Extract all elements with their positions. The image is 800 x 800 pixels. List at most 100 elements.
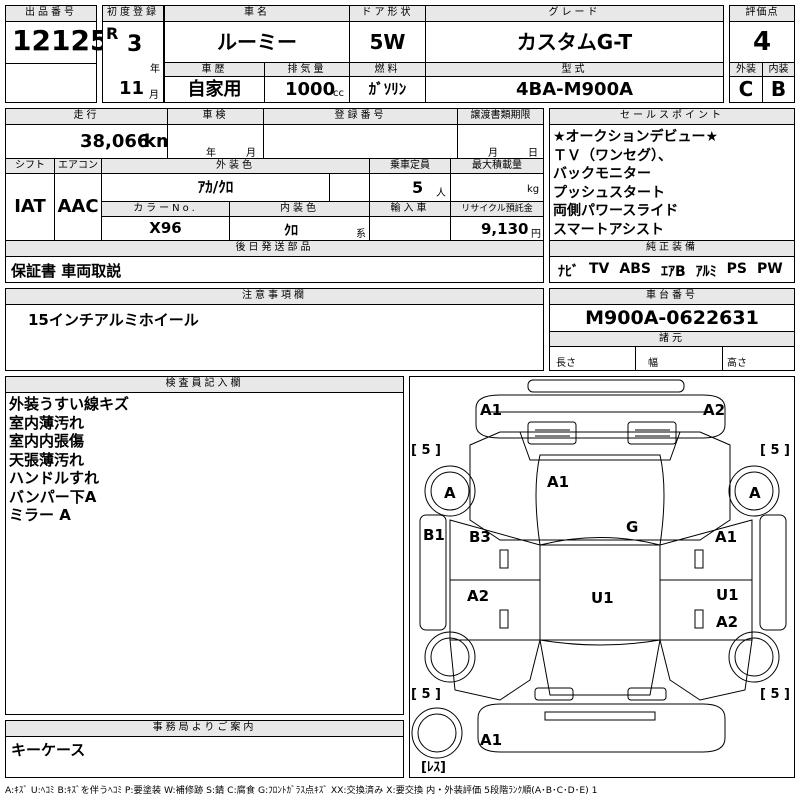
rear-right-quarter <box>659 639 753 701</box>
tread-depth: [ 5 ] <box>760 443 790 458</box>
width-cell: 幅 <box>635 346 723 371</box>
later-parts-label: 後日発送部品 <box>5 240 544 257</box>
interior-grade-cell: B <box>762 76 795 103</box>
inspector-comment: ハンドルすれ <box>9 469 100 487</box>
fuel-cell: ｶﾞｿﾘﾝ <box>349 76 426 103</box>
inspector-comment: 室内内張傷 <box>9 432 85 450</box>
equipment-item: PS <box>726 261 747 277</box>
car-name-cell: ルーミー <box>164 21 350 63</box>
score: 4 <box>752 27 772 57</box>
grade-cell: カスタムG-T <box>425 21 724 63</box>
inspector-comment: 天張薄汚れ <box>9 450 85 469</box>
max-load-cell: kg <box>450 173 544 202</box>
inspector-label: 検査員記入欄 <box>5 376 404 393</box>
equipment-item: ﾅﾋﾞ <box>558 264 579 280</box>
car-outline-diagram: A1 A2 A A A1 G B1 B3 A1 A2 U1 U1 A2 A1 [… <box>411 379 790 775</box>
capacity-cell: 5 人 <box>369 173 451 202</box>
interior-color: ｸﾛ <box>284 223 298 239</box>
max-load-unit: kg <box>527 184 540 195</box>
capacity-label: 乗車定員 <box>369 158 451 174</box>
tread-depth: [ 5 ] <box>411 687 441 702</box>
displacement: 1000 <box>285 79 336 100</box>
history-cell: 自家用 <box>164 76 265 103</box>
damage-mark: A <box>444 484 456 502</box>
model-code-label: 型式 <box>425 62 724 77</box>
score-label: 評価点 <box>729 5 795 22</box>
interior-color-cell: ｸﾛ 系 <box>229 216 370 241</box>
exterior-grade: C <box>738 77 754 101</box>
right-side-strip <box>759 514 787 631</box>
sales-point: スマートアシスト <box>553 221 665 238</box>
exterior-color-cell: ｱｶ/ｸﾛ <box>101 173 330 202</box>
handle-left-rear <box>499 609 509 629</box>
equipment-item: ABS <box>619 261 651 277</box>
score-cell: 4 <box>729 21 795 63</box>
recycle-fee: 9,130 <box>481 220 529 238</box>
history-label: 車歴 <box>164 62 265 77</box>
tread-depth: [ﾚｽ] <box>421 760 446 775</box>
ac: AAC <box>57 196 99 217</box>
exterior-grade-label: 外装 <box>729 62 763 77</box>
rear-window <box>539 639 661 696</box>
handle-right-front <box>694 549 704 569</box>
era: R <box>106 24 119 43</box>
handle-right-rear <box>694 609 704 629</box>
headlight-left <box>527 421 577 445</box>
equipment-item: PW <box>757 261 783 277</box>
spare-wheel <box>411 707 463 759</box>
inspector-comment: 室内薄汚れ <box>9 413 85 432</box>
color-no-label: カラーNo. <box>101 201 230 217</box>
windshield <box>535 454 665 546</box>
mileage-label: 走行 <box>5 108 168 125</box>
taillight-left <box>534 687 574 701</box>
wheel-rear-right <box>728 631 780 683</box>
spare-wheel-inner <box>417 713 457 753</box>
inspector-comment: 外装うすい線キズ <box>9 395 130 413</box>
shift: IAT <box>14 196 46 217</box>
registration-year: 3 <box>127 32 143 57</box>
hood-inner <box>519 431 681 461</box>
fuel-label: 燃料 <box>349 62 426 77</box>
roof-edge <box>527 379 685 393</box>
damage-mark: A2 <box>703 401 725 419</box>
fuel: ｶﾞｿﾘﾝ <box>368 80 407 98</box>
inspection-cell: 年 月 <box>167 124 264 159</box>
mileage-cell: 38,066 km <box>5 124 175 159</box>
damage-mark: A1 <box>480 401 502 419</box>
plate-recess <box>544 711 656 721</box>
damage-mark: A1 <box>715 528 737 546</box>
condition-diagram: A1 A2 A A A1 G B1 B3 A1 A2 U1 U1 A2 A1 [… <box>409 376 795 778</box>
headlight-right <box>627 421 677 445</box>
door-type: 5W <box>369 30 406 54</box>
equipment-item: ｱﾙﾐ <box>695 264 717 280</box>
capacity-unit: 人 <box>436 188 446 199</box>
door-label: ドア形状 <box>349 5 426 22</box>
color-no: X96 <box>149 219 182 237</box>
damage-mark: B3 <box>469 528 491 546</box>
height-label: 高さ <box>727 358 747 369</box>
chassis-number: M900A-0622631 <box>585 307 759 329</box>
max-load-label: 最大積載量 <box>450 158 544 174</box>
dimensions-label: 諸元 <box>549 331 795 347</box>
exterior-color-label: 外装色 <box>101 158 370 174</box>
transfer-month-unit: 月 <box>488 148 498 159</box>
chassis-number-cell: M900A-0622631 <box>549 304 795 332</box>
rear-bumper <box>477 703 726 753</box>
inspection-label: 車検 <box>167 108 264 125</box>
transfer-deadline-cell: 月 日 <box>457 124 544 159</box>
damage-mark: A2 <box>716 613 738 631</box>
office-text: キーケース <box>11 741 86 759</box>
exterior-color: ｱｶ/ｸﾛ <box>197 178 234 196</box>
lot-number-cell: 12125 <box>5 21 109 64</box>
first-registration-label: 初度登録 <box>102 5 164 22</box>
sales-points-label: セールスポイント <box>549 108 795 125</box>
damage-mark: A1 <box>480 731 502 749</box>
damage-mark: U1 <box>716 586 739 604</box>
inspector-comment: ミラー A <box>9 506 71 524</box>
grille-lines <box>535 429 670 437</box>
standard-equipment-list: ﾅﾋﾞ TV ABS ｴｱB ｱﾙﾐ PS PW <box>558 261 783 281</box>
sales-points-list: ★オークションデビュー★ ＴＶ（ワンセグ）、 バックモニター プッシュスタート … <box>553 128 718 239</box>
lot-blank-cell <box>5 63 97 103</box>
standard-equipment-label: 純正装備 <box>549 240 795 257</box>
lot-number: 12125 <box>12 24 110 57</box>
